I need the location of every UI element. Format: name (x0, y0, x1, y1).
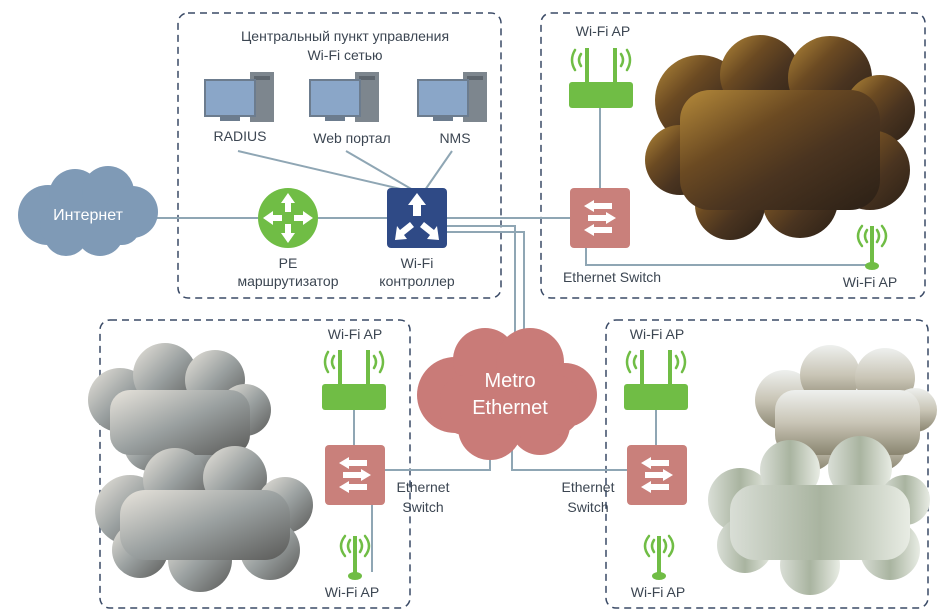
wifi-controller-label-line2: контроллер (379, 273, 455, 289)
server-radius-label: RADIUS (213, 128, 267, 144)
metro-ethernet-label-line2: Ethernet (472, 397, 548, 419)
link-controller-metro-b (447, 231, 525, 335)
server-nms-label: NMS (439, 130, 471, 146)
venue-photo-top-right (645, 35, 915, 240)
wifi-ap-bottom-left-bottom-icon (339, 534, 371, 580)
link-webportal-controller (345, 150, 414, 191)
ethernet-switch-right-label-line1: Ethernet (561, 479, 615, 495)
wifi-controller-icon (387, 188, 447, 248)
link-switch-top-ap-right (585, 248, 872, 266)
top-right-zone-border (540, 12, 926, 299)
venue-photo-bottom-right-bottom (708, 436, 930, 595)
wifi-controller-label-line1: Wi-Fi (400, 255, 434, 271)
central-zone-border (177, 12, 502, 299)
wifi-ap-bottom-right-top-icon (624, 350, 688, 410)
wifi-ap-bottom-left-top-label: Wi-Fi AP (327, 326, 383, 342)
pe-router-label-line2: маршрутизатор (237, 273, 339, 289)
internet-cloud (18, 166, 158, 256)
wifi-ap-top-right-side-icon (856, 224, 888, 270)
wifi-ap-bottom-right-top-label: Wi-Fi AP (629, 326, 685, 342)
wifi-ap-bottom-left-top-icon (322, 350, 386, 410)
ethernet-switch-left-label-line1: Ethernet (396, 479, 450, 495)
server-nms-icon (417, 72, 487, 122)
server-radius-icon (204, 72, 274, 122)
wifi-ap-top-right-label: Wi-Fi AP (575, 23, 631, 39)
bottom-left-zone-border (99, 319, 411, 609)
wifi-ap-top-right-side-label: Wi-Fi AP (842, 274, 898, 290)
ethernet-switch-top-label: Ethernet Switch (562, 269, 662, 285)
link-radius-controller (237, 150, 406, 191)
bottom-right-zone-border (605, 319, 929, 609)
central-zone-title-line1: Центральный пункт управления (240, 28, 450, 44)
server-webportal-icon (309, 72, 379, 122)
server-webportal-label: Web портал (313, 130, 391, 146)
internet-label: Интернет (53, 207, 123, 224)
ethernet-switch-top-icon (570, 188, 630, 248)
ethernet-switch-right-icon (627, 445, 687, 505)
pe-router-label-line1: PE (278, 255, 298, 271)
ethernet-switch-left-icon (325, 445, 385, 505)
venue-photo-bottom-left-bottom (95, 446, 313, 592)
metro-ethernet-cloud (417, 328, 597, 460)
wifi-ap-bottom-left-bottom-label: Wi-Fi AP (324, 584, 380, 600)
link-controller-metro-a (447, 225, 516, 335)
link-nms-controller (424, 150, 453, 191)
venue-photo-bottom-right-top (755, 345, 937, 471)
wifi-ap-top-right-icon (569, 48, 633, 108)
metro-ethernet-label-line1: Metro (484, 370, 536, 392)
central-zone-title-line2: Wi-Fi сетью (307, 47, 383, 63)
ethernet-switch-left-label-line2: Switch (402, 499, 444, 515)
pe-router-icon (258, 188, 318, 248)
wifi-ap-bottom-right-bottom-label: Wi-Fi AP (630, 584, 686, 600)
ethernet-switch-right-label-line2: Switch (567, 499, 609, 515)
wifi-ap-bottom-right-bottom-icon (643, 534, 675, 580)
